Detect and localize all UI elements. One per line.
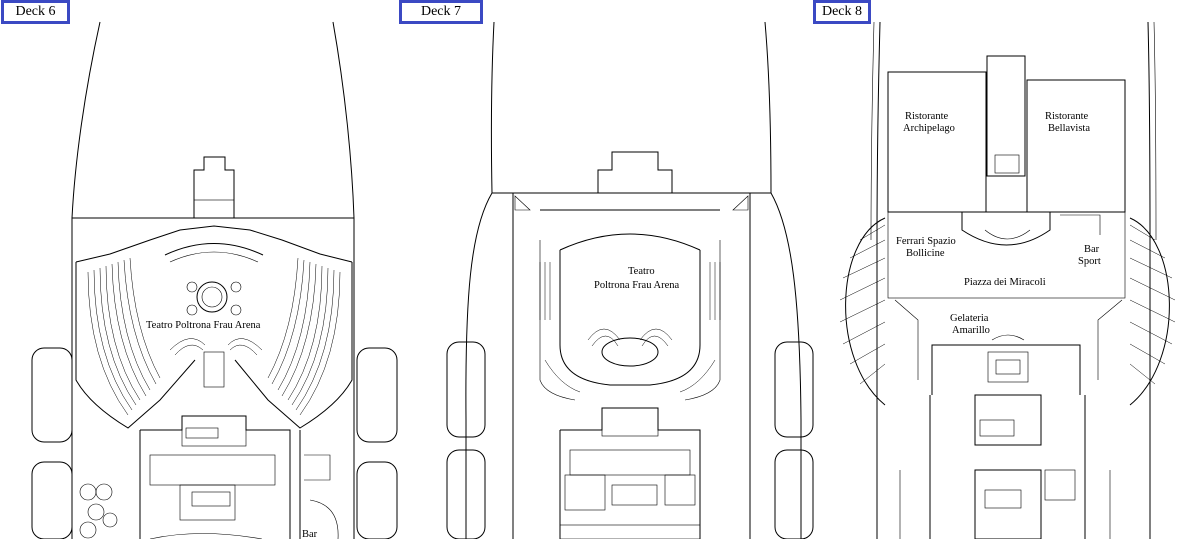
deck-6-bar-label: Bar [302, 529, 318, 539]
deck-8-gelateria-label-2: Amarillo [952, 325, 990, 336]
deck-7-plan: Teatro Poltrona Frau Arena [446, 21, 814, 539]
deck-7-tab[interactable]: Deck 7 [399, 0, 483, 24]
deck-8-bellavista-label-2: Bellavista [1048, 123, 1090, 134]
deck-8-bar-sport-label-2: Sport [1078, 256, 1101, 267]
deck-8-ferrari-label-2: Bollicine [906, 248, 945, 259]
deck-6-tab[interactable]: Deck 6 [1, 0, 70, 24]
deck-6-right-seating [267, 257, 341, 416]
deck-8-bellavista-label-1: Ristorante [1045, 111, 1088, 122]
deck-8-plan: Ristorante Archipelago Ristorante Bellav… [839, 21, 1176, 539]
deck-8-archipelago-label-1: Ristorante [905, 111, 948, 122]
deck-8-ferrari-label-1: Ferrari Spazio [896, 236, 956, 247]
deck-8-bar-sport-label-1: Bar [1084, 244, 1100, 255]
deck-8-gelateria-label-1: Gelateria [950, 313, 989, 324]
deck-8-piazza-label: Piazza dei Miracoli [964, 277, 1046, 288]
deck-6-left-seating [87, 257, 161, 416]
deck-8-left-radial-lines [839, 224, 886, 385]
deck-6-theatre-label: Teatro Poltrona Frau Arena [146, 320, 261, 331]
deck-8-archipelago-label-2: Archipelago [903, 123, 955, 134]
deck-8-right-radial-lines [1129, 224, 1176, 385]
deck-6-plan: Teatro Poltrona Frau Arena Bar [31, 21, 398, 539]
deck-7-theatre-label-1: Teatro [628, 266, 655, 277]
deck-8-tab[interactable]: Deck 8 [813, 0, 871, 24]
deck-7-side-seating [539, 262, 721, 393]
deck-7-theatre-label-2: Poltrona Frau Arena [594, 280, 679, 291]
